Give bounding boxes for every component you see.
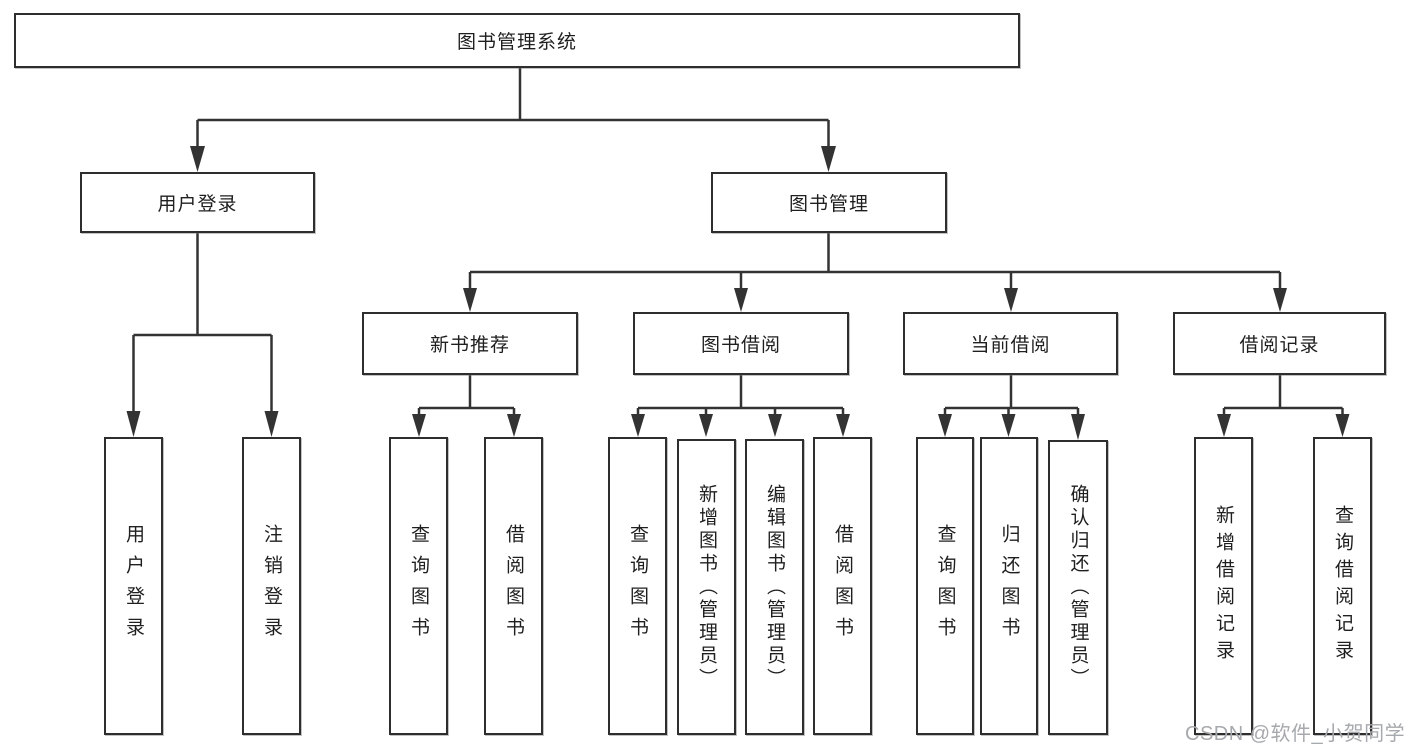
leaf-return-books: 归还图书 [980, 437, 1038, 735]
node-user-login: 用户登录 [80, 172, 315, 233]
leaf-query-borrow-record: 查询借阅记录 [1313, 437, 1372, 735]
leaf-user-login: 用户登录 [104, 437, 163, 735]
node-label: 借阅记录 [1239, 335, 1320, 356]
node-book-borrow: 图书借阅 [633, 312, 849, 375]
leaf-confirm-return-admin: 确认归还（管理员） [1048, 440, 1108, 735]
node-label: 借阅图书 [832, 524, 853, 648]
node-root-library-system: 图书管理系统 [14, 13, 1020, 68]
connector-book-mgmt-to-level3 [463, 233, 1287, 312]
connector-user-login-to-leaves [126, 233, 279, 437]
node-label: 查询图书 [934, 524, 956, 648]
node-label: 用户登录 [157, 194, 238, 215]
connector-root-to-level2 [190, 68, 836, 172]
node-new-book-recommend: 新书推荐 [362, 312, 578, 375]
node-label: 图书管理系统 [456, 32, 577, 53]
leaf-borrow-books-recommend: 借阅图书 [484, 437, 543, 735]
node-current-borrow: 当前借阅 [903, 312, 1118, 375]
leaf-add-books-admin: 新增图书（管理员） [677, 439, 736, 735]
leaf-query-books-recommend: 查询图书 [389, 437, 448, 735]
node-label: 新书推荐 [429, 335, 510, 356]
leaf-logout: 注销登录 [242, 437, 301, 735]
node-label: 注销登录 [261, 524, 282, 648]
node-label: 图书借阅 [700, 335, 781, 356]
node-label: 借阅图书 [503, 524, 524, 648]
node-label: 用户登录 [123, 524, 144, 648]
connector-current-borrow-to-leaves [938, 375, 1085, 440]
connector-borrow-record-to-leaves [1217, 375, 1350, 437]
leaf-query-books-borrow: 查询图书 [608, 437, 667, 735]
node-borrow-record: 借阅记录 [1173, 312, 1386, 375]
node-label: 归还图书 [998, 524, 1020, 648]
node-book-management: 图书管理 [711, 172, 947, 233]
node-label: 新增借阅记录 [1213, 505, 1234, 667]
node-label: 编辑图书（管理员） [764, 483, 785, 691]
leaf-borrow-books: 借阅图书 [813, 437, 872, 735]
connector-new-book-rec-to-leaves [412, 375, 521, 437]
node-label: 查询借阅记录 [1332, 505, 1353, 667]
connector-book-borrow-to-leaves [631, 375, 850, 437]
node-label: 查询图书 [627, 524, 648, 648]
csdn-watermark: CSDN @软件_小贺同学 [1185, 723, 1405, 745]
node-label: 当前借阅 [970, 335, 1051, 356]
leaf-query-books-current: 查询图书 [916, 437, 974, 735]
node-label: 新增图书（管理员） [696, 483, 717, 691]
node-label: 确认归还（管理员） [1067, 484, 1089, 691]
leaf-edit-books-admin: 编辑图书（管理员） [745, 439, 804, 735]
leaf-add-borrow-record: 新增借阅记录 [1194, 437, 1253, 735]
node-label: 查询图书 [408, 524, 429, 648]
node-label: 图书管理 [788, 194, 869, 215]
